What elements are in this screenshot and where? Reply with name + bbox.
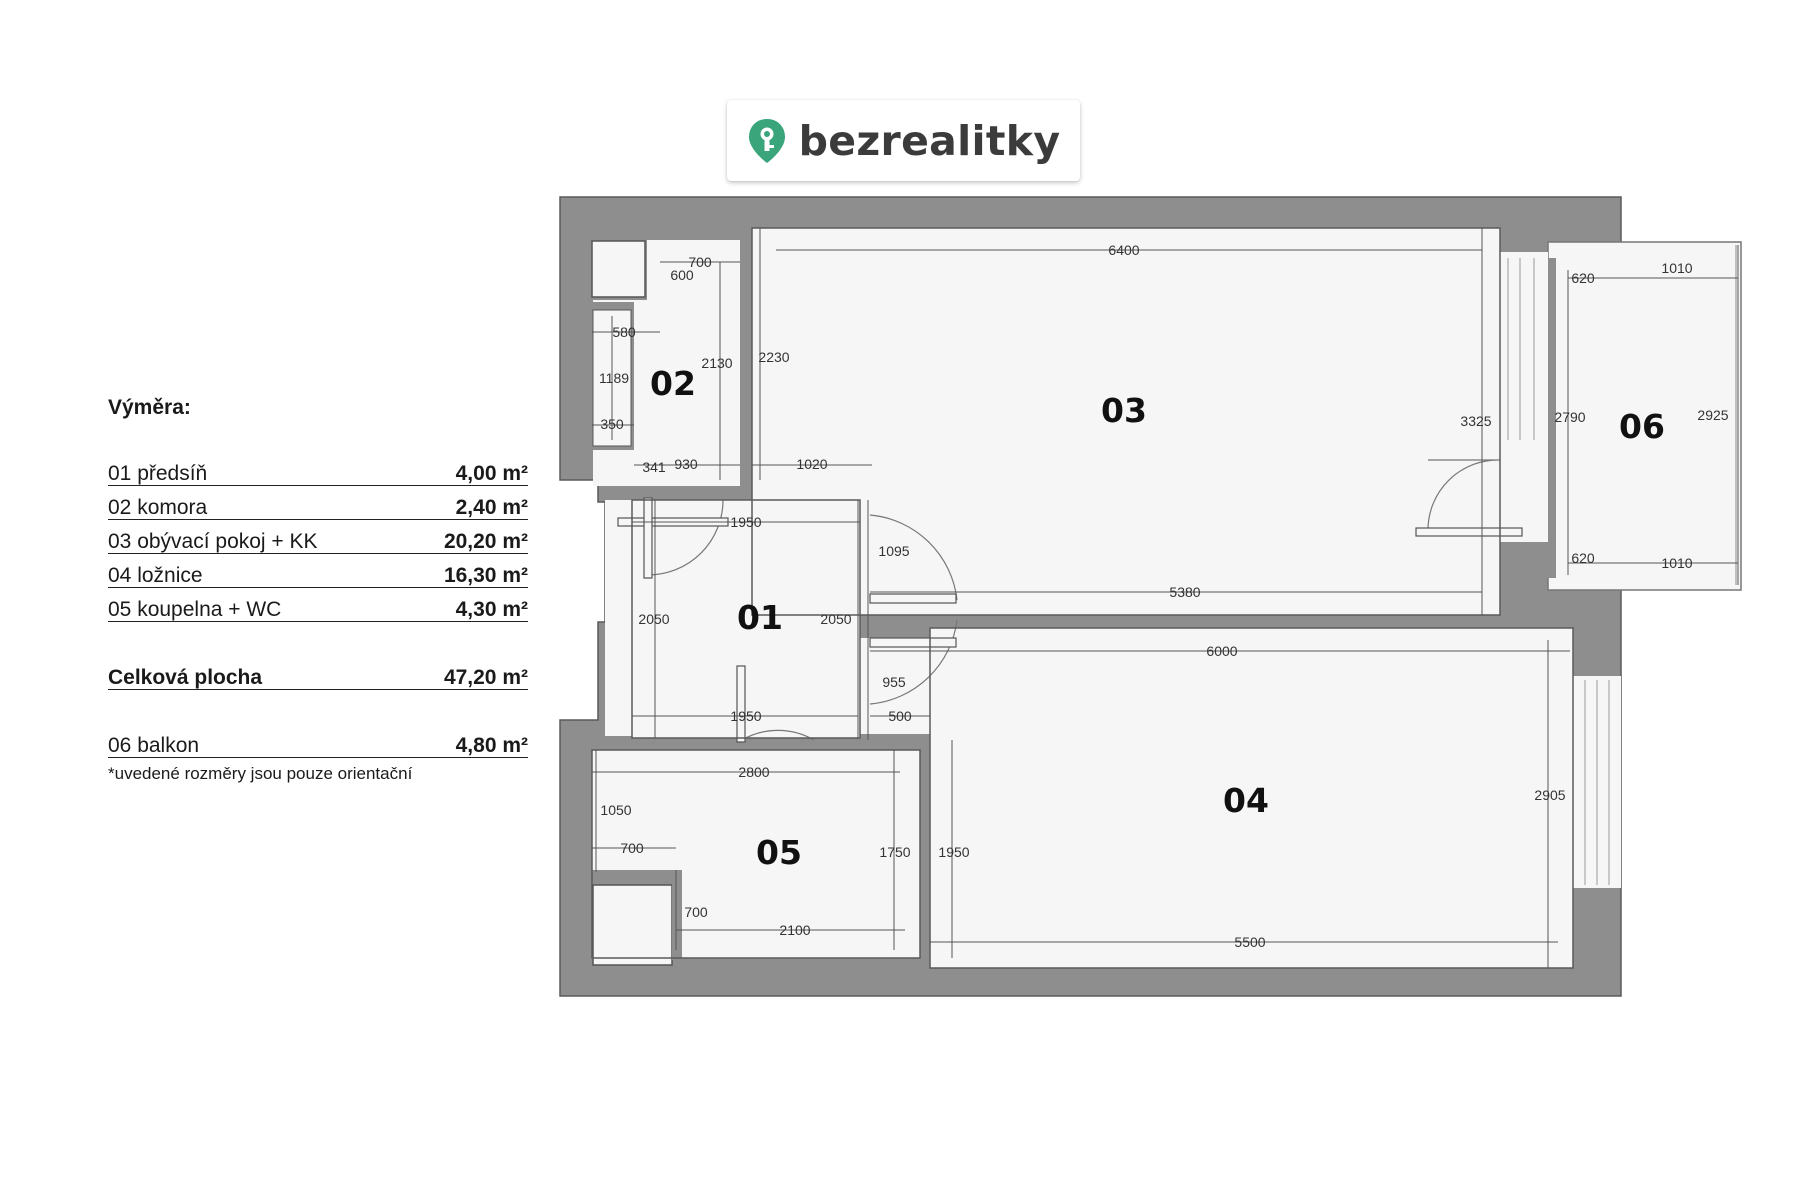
area-legend: Výměra: 01 předsíň 4,00 m² 02 komora 2,4… [108,396,528,784]
dimension-label: 700 [688,254,712,270]
dimension-label: 1950 [730,514,761,530]
dimension-label: 1020 [796,456,827,472]
room-labels: 02 03 06 01 04 05 [650,364,1665,872]
legend-row: 03 obývací pokoj + KK 20,20 m² [108,520,528,554]
dimension-lines [592,228,1739,968]
dimension-label: 3325 [1460,413,1491,429]
legend-row: 01 předsíň 4,00 m² [108,452,528,486]
door-swings [647,459,1501,742]
map-pin-key-icon [748,118,785,163]
legend-row: 04 ložnice 16,30 m² [108,554,528,588]
dimension-label: 2925 [1697,407,1728,423]
dimension-label: 2130 [701,355,732,371]
dimension-label: 620 [1571,550,1595,566]
dimension-label: 1750 [879,844,910,860]
interior-walls [591,227,1574,969]
brand-name: bezrealitky [798,116,1061,165]
dimension-label: 2050 [820,611,851,627]
balcony-label: 06 balkon [108,734,200,757]
room-name: 01 předsíň [108,462,208,485]
room-area: 4,00 m² [455,462,528,485]
room-area: 2,40 m² [455,496,528,519]
room-04-floor [930,628,1573,968]
legend-balcony-row: 06 balkon 4,80 m² [108,724,528,758]
dimension-label: 1950 [938,844,969,860]
legend-heading: Výměra: [108,396,191,419]
dimension-label: 2800 [738,764,769,780]
dimension-label: 1189 [599,370,629,386]
room-name: 04 ložnice [108,564,203,587]
total-area: 47,20 m² [443,666,528,689]
dimension-label: 580 [612,324,636,340]
room-label-01: 01 [737,598,783,637]
room-area: 4,30 m² [455,598,528,621]
legend-total-row: Celková plocha 47,20 m² [108,656,528,690]
dimension-label: 955 [882,674,906,690]
balcony-area: 4,80 m² [455,734,528,757]
dimension-label: 2790 [1554,409,1585,425]
room-label-02: 02 [650,364,696,403]
room-name: 05 koupelna + WC [108,598,282,621]
dimension-label: 1010 [1661,260,1692,276]
room-01-floor [632,500,860,738]
dimension-label: 350 [600,416,624,432]
dimension-label: 620 [1571,270,1595,286]
dimension-labels: 6400 700 600 580 1189 350 341 930 2130 2… [599,242,1729,950]
dimension-label: 1950 [730,708,761,724]
dimension-label: 1095 [878,543,909,559]
room-03-floor [752,228,1500,615]
legend-row: 02 komora 2,40 m² [108,486,528,520]
dimension-label: 6400 [1108,242,1139,258]
dimension-label: 2905 [1534,787,1565,803]
room-area: 16,30 m² [443,564,528,587]
total-label: Celková plocha [108,666,263,689]
dimension-label: 600 [670,267,694,283]
legend-row: 05 koupelna + WC 4,30 m² [108,588,528,622]
room-name: 02 komora [108,496,208,519]
balcony-area-shape [1547,241,1742,591]
room-area: 20,20 m² [443,530,528,553]
legend-note: *uvedené rozměry jsou pouze orientační [108,764,413,783]
dimension-label: 2050 [638,611,669,627]
dimension-label: 930 [674,456,698,472]
room-label-05: 05 [756,833,802,872]
dimension-label: 700 [620,840,644,856]
dimension-label: 2230 [758,349,789,365]
room-label-03: 03 [1101,391,1147,430]
dimension-label: 5380 [1169,584,1200,600]
room-label-06: 06 [1619,407,1665,446]
dimension-label: 341 [642,459,666,475]
dimension-label: 2100 [779,922,810,938]
dimension-label: 6000 [1206,643,1237,659]
dimension-label: 1050 [600,802,631,818]
dimension-label: 5500 [1234,934,1265,950]
room-name: 03 obývací pokoj + KK [108,530,318,553]
dimension-label: 1010 [1661,555,1692,571]
dimension-label: 500 [888,708,912,724]
brand-logo: bezrealitky [727,100,1080,181]
room-label-04: 04 [1223,781,1269,820]
dimension-label: 700 [684,904,708,920]
